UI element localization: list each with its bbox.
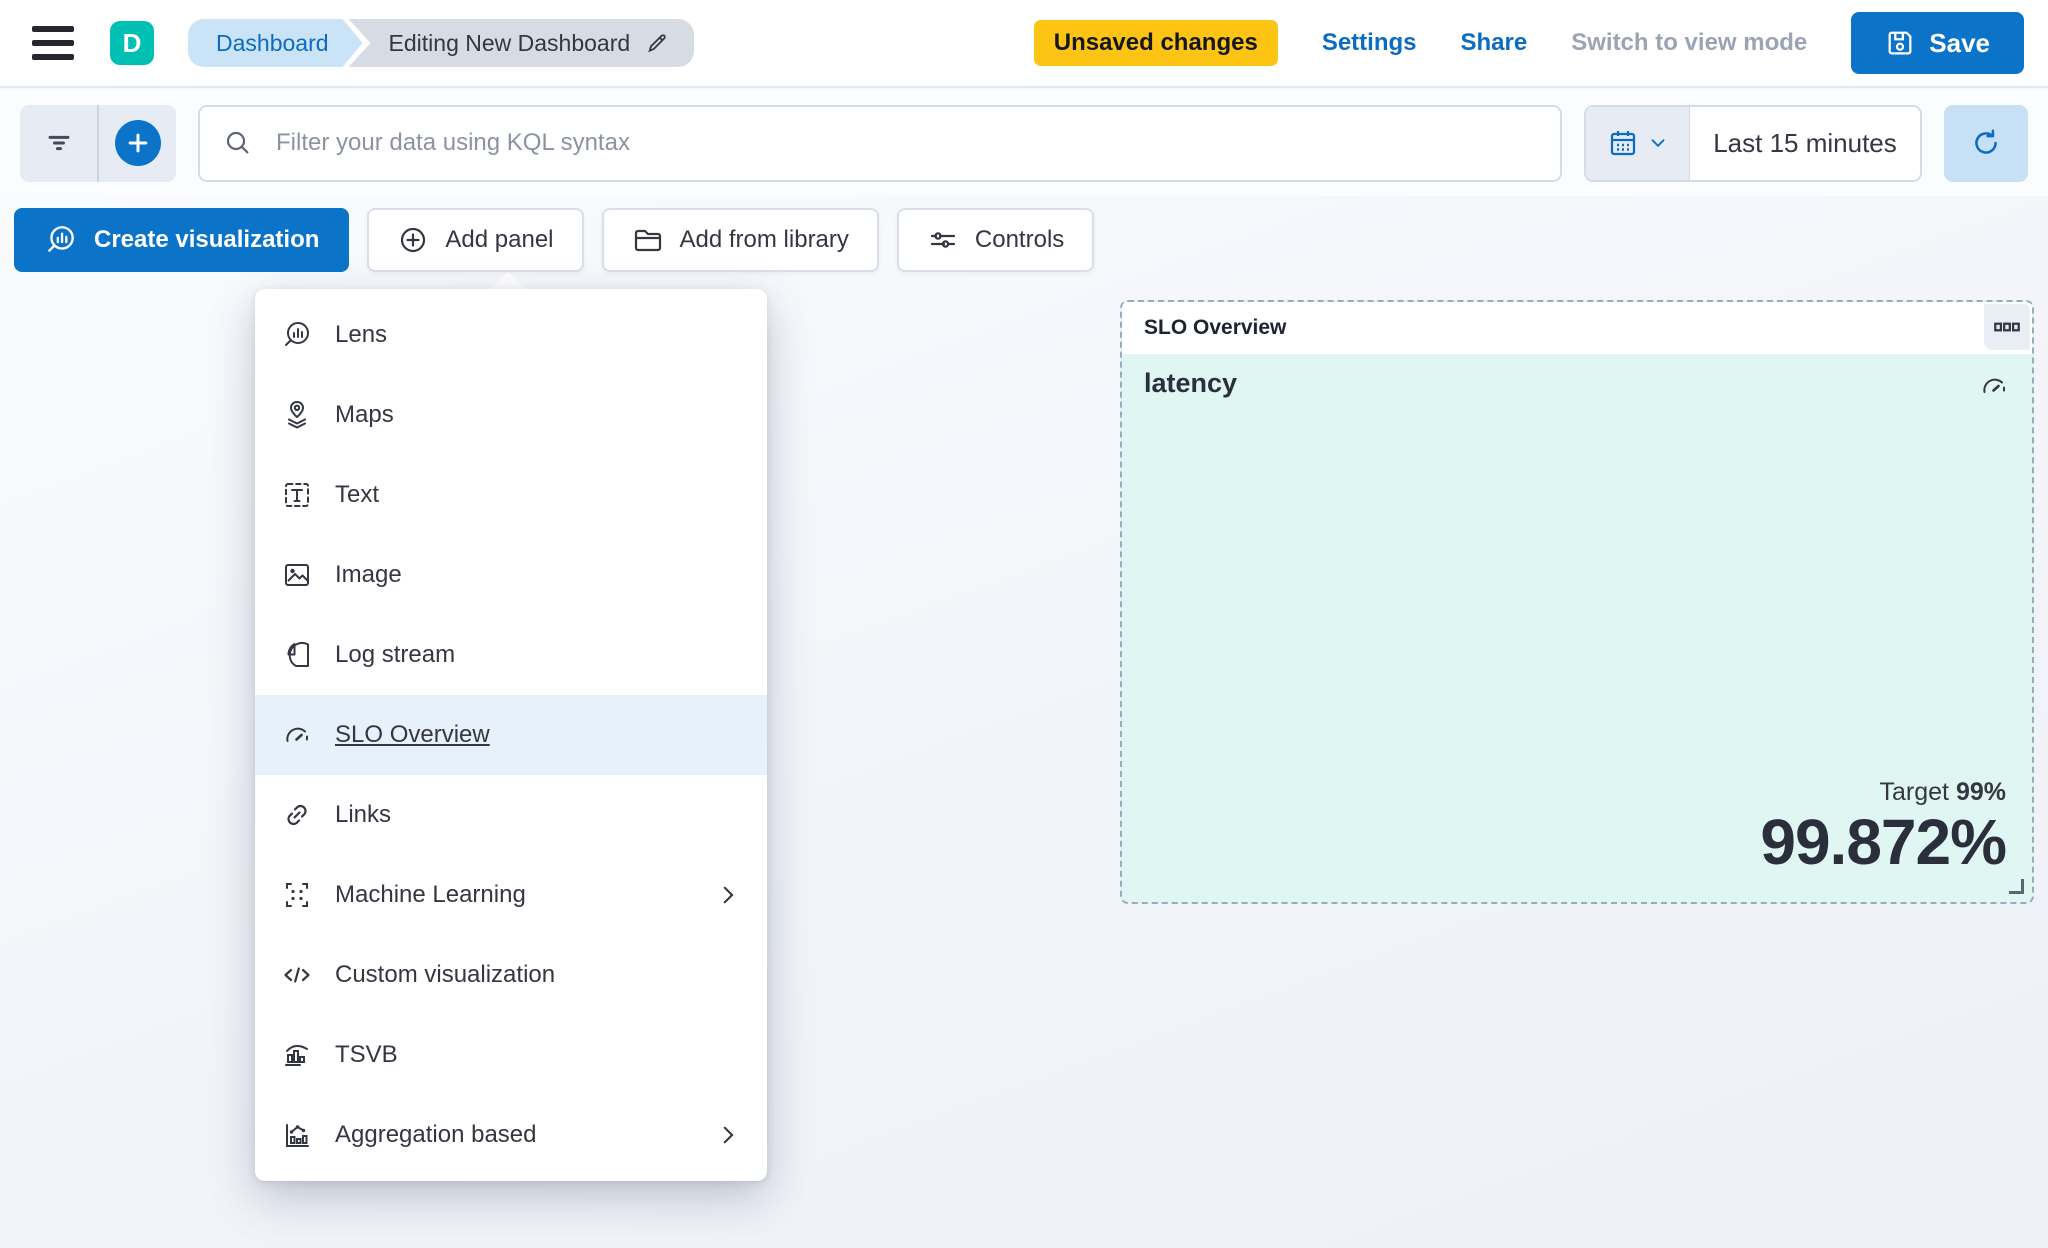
menu-item-label: Aggregation based bbox=[335, 1121, 537, 1148]
time-range-value[interactable]: Last 15 minutes bbox=[1690, 107, 1920, 180]
search-input[interactable] bbox=[276, 129, 1538, 157]
menu-item-label: Machine Learning bbox=[335, 881, 526, 908]
panel-title: SLO Overview bbox=[1144, 316, 1287, 339]
maps-icon bbox=[288, 401, 306, 429]
calendar-icon bbox=[1607, 127, 1639, 159]
menu-item-machine-learning[interactable]: Machine Learning bbox=[255, 855, 767, 935]
menu-item-image[interactable]: Image bbox=[255, 535, 767, 615]
filter-group bbox=[20, 104, 176, 182]
filter-icon bbox=[41, 125, 77, 161]
create-visualization-label: Create visualization bbox=[94, 226, 320, 253]
menu-item-label: Log stream bbox=[335, 641, 456, 668]
slo-metric-block: Target 99% 99.872% bbox=[1760, 777, 2007, 878]
kql-search-box bbox=[198, 104, 1562, 182]
save-icon bbox=[1885, 28, 1915, 58]
refresh-button[interactable] bbox=[1944, 104, 2028, 182]
gauge-icon bbox=[286, 727, 309, 742]
menu-hamburger-icon[interactable] bbox=[32, 18, 88, 68]
menu-item-label: Links bbox=[335, 801, 392, 828]
dashboard-canvas: Create visualization Add panel Add from … bbox=[0, 196, 2048, 1248]
create-visualization-button[interactable]: Create visualization bbox=[14, 208, 350, 272]
plus-circle-icon bbox=[114, 120, 161, 166]
search-toolbar: Last 15 minutes bbox=[0, 90, 2048, 196]
add-filter-button[interactable] bbox=[99, 105, 176, 182]
breadcrumb-current-label: Editing New Dashboard bbox=[388, 29, 631, 56]
menu-item-tsvb[interactable]: TSVB bbox=[255, 1015, 767, 1095]
lens-icon bbox=[44, 223, 78, 257]
menu-item-label: SLO Overview bbox=[335, 721, 490, 748]
menu-item-label: Lens bbox=[335, 321, 388, 348]
add-from-library-label: Add from library bbox=[679, 226, 849, 253]
time-range-picker: Last 15 minutes bbox=[1584, 104, 1922, 182]
slo-metric-name: latency bbox=[1144, 368, 1238, 398]
slo-target-value: 99% bbox=[1955, 777, 2006, 806]
add-panel-menu: Lens Maps Text Image bbox=[255, 289, 767, 1181]
add-panel-button[interactable]: Add panel bbox=[367, 208, 584, 272]
settings-button[interactable]: Settings bbox=[1321, 29, 1417, 56]
panel-options-button[interactable] bbox=[1984, 304, 2030, 350]
menu-item-lens[interactable]: Lens bbox=[255, 295, 767, 375]
lens-icon bbox=[285, 322, 309, 346]
menu-item-label: Image bbox=[335, 561, 402, 588]
menu-item-label: Custom visualization bbox=[335, 961, 556, 988]
controls-sliders-icon bbox=[927, 224, 959, 256]
machine-learning-icon bbox=[286, 883, 308, 907]
panel-resize-handle[interactable] bbox=[2009, 879, 2024, 894]
breadcrumb: Dashboard Editing New Dashboard bbox=[188, 19, 695, 67]
breadcrumb-current[interactable]: Editing New Dashboard bbox=[348, 19, 695, 67]
menu-item-label: Maps bbox=[335, 401, 394, 428]
tsvb-icon bbox=[285, 1045, 308, 1066]
save-button-label: Save bbox=[1929, 27, 1990, 58]
refresh-icon bbox=[1969, 126, 2003, 160]
chevron-right-icon bbox=[715, 1122, 741, 1148]
menu-item-label: TSVB bbox=[335, 1041, 398, 1068]
menu-item-aggregation-based[interactable]: Aggregation based bbox=[255, 1095, 767, 1175]
save-button[interactable]: Save bbox=[1851, 12, 2024, 74]
link-icon bbox=[287, 804, 307, 826]
calendar-dropdown-button[interactable] bbox=[1586, 106, 1690, 180]
filter-menu-button[interactable] bbox=[20, 105, 97, 182]
unsaved-changes-badge: Unsaved changes bbox=[1033, 20, 1278, 66]
menu-item-maps[interactable]: Maps bbox=[255, 375, 767, 455]
menu-item-text[interactable]: Text bbox=[255, 455, 767, 535]
log-stream-icon bbox=[287, 641, 309, 667]
share-button[interactable]: Share bbox=[1460, 29, 1528, 56]
menu-item-label: Text bbox=[335, 481, 380, 508]
slo-overview-panel: SLO Overview latency Target 99% bbox=[1120, 300, 2034, 904]
add-from-library-button[interactable]: Add from library bbox=[601, 208, 879, 272]
switch-to-view-mode-button[interactable]: Switch to view mode bbox=[1571, 29, 1808, 56]
chevron-down-icon bbox=[1647, 132, 1669, 154]
panel-header[interactable]: SLO Overview bbox=[1122, 302, 2032, 354]
folder-icon bbox=[632, 224, 664, 256]
code-icon bbox=[284, 967, 310, 983]
menu-item-slo-overview[interactable]: SLO Overview bbox=[255, 695, 767, 775]
menu-item-log-stream[interactable]: Log stream bbox=[255, 615, 767, 695]
plus-in-circle-icon bbox=[397, 224, 429, 256]
menu-item-custom-visualization[interactable]: Custom visualization bbox=[255, 935, 767, 1015]
action-row: Create visualization Add panel Add from … bbox=[14, 208, 1095, 272]
avatar[interactable]: D bbox=[110, 21, 154, 65]
menu-item-links[interactable]: Links bbox=[255, 775, 767, 855]
app-header: D Dashboard Editing New Dashboard Unsave… bbox=[0, 0, 2048, 88]
image-icon bbox=[285, 564, 309, 586]
controls-button[interactable]: Controls bbox=[896, 208, 1095, 272]
controls-label: Controls bbox=[974, 226, 1065, 253]
slo-target-label: Target bbox=[1879, 777, 1956, 806]
slo-value: 99.872% bbox=[1760, 805, 2007, 878]
aggregation-icon bbox=[286, 1124, 309, 1147]
breadcrumb-dashboard[interactable]: Dashboard bbox=[188, 19, 363, 67]
add-panel-label: Add panel bbox=[445, 226, 554, 253]
gauge-icon bbox=[1978, 370, 2010, 407]
panel-body: latency Target 99% 99.872% bbox=[1122, 354, 2032, 902]
chevron-right-icon bbox=[715, 882, 741, 908]
boxes-horizontal-icon bbox=[1994, 322, 2020, 332]
text-icon bbox=[285, 483, 309, 507]
pencil-icon bbox=[644, 30, 670, 56]
search-icon bbox=[222, 127, 254, 159]
